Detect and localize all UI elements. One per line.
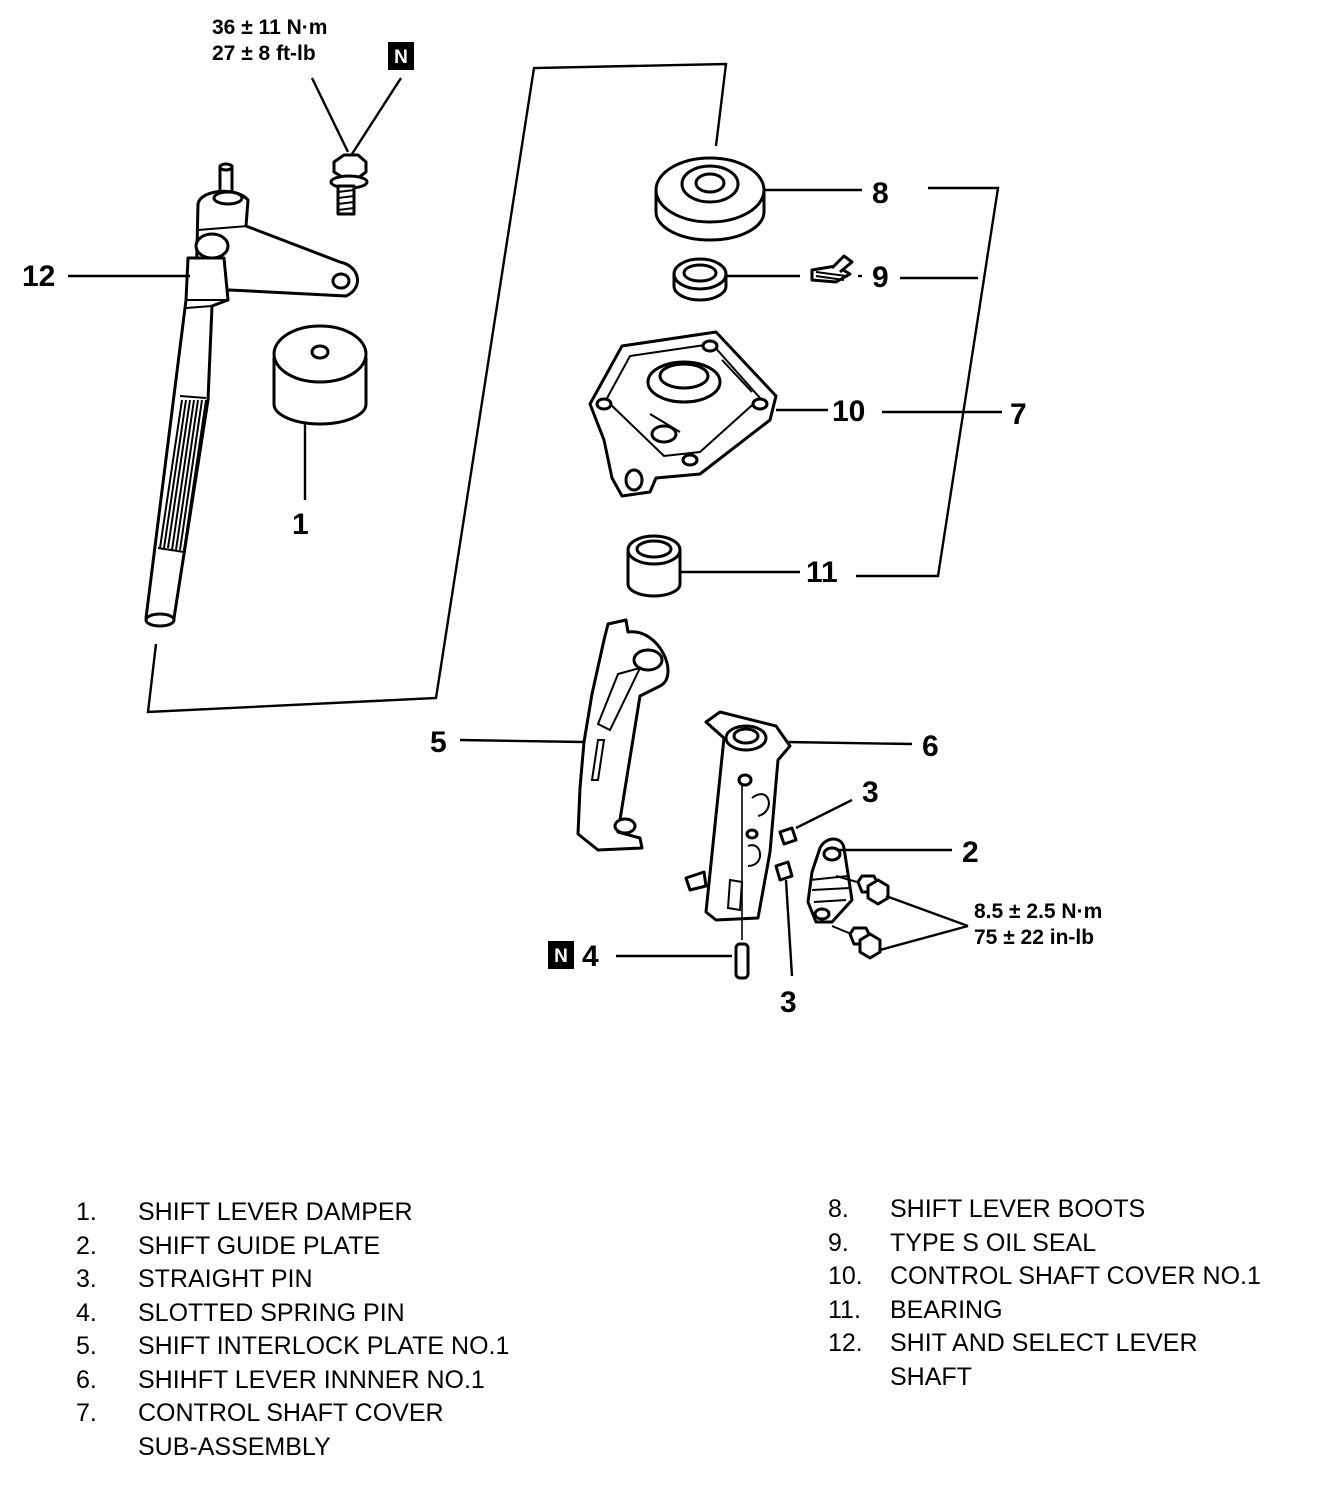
callout-4: 4 bbox=[582, 940, 599, 973]
legend-item-text: STRAIGHT PIN bbox=[138, 1265, 313, 1293]
straight-pin-lower bbox=[774, 860, 794, 882]
torque-bottom-imperial: 75 ± 22 in-lb bbox=[974, 926, 1094, 949]
n-badge-top: N bbox=[388, 42, 414, 70]
callout-3a-leader bbox=[795, 798, 853, 830]
legend-item: 1. SHIFT LEVER DAMPER bbox=[76, 1196, 509, 1230]
shift-guide-plate bbox=[806, 837, 854, 924]
legend-item-text: SHIFT LEVER BOOTS bbox=[890, 1195, 1146, 1223]
legend-item-number: 2. bbox=[76, 1231, 97, 1260]
torque-top-imperial: 27 ± 8 ft-lb bbox=[212, 42, 316, 65]
legend-item: 9. TYPE S OIL SEAL bbox=[828, 1227, 1261, 1261]
assembly-bracket-line bbox=[146, 62, 728, 714]
callout-11: 11 bbox=[806, 556, 838, 589]
legend-item: SUB-ASSEMBLY bbox=[76, 1431, 509, 1465]
callout-6-leader bbox=[785, 740, 913, 746]
n-badge-top-leader bbox=[350, 77, 403, 155]
legend-item-text: CONTROL SHAFT COVER bbox=[138, 1399, 444, 1427]
legend-item-number: 4. bbox=[76, 1298, 97, 1327]
callout-7: 7 bbox=[1010, 398, 1027, 431]
torque-bottom-metric: 8.5 ± 2.5 N·m bbox=[974, 900, 1102, 923]
torque-top-metric: 36 ± 11 N·m bbox=[212, 16, 327, 39]
legend-item: 10. CONTROL SHAFT COVER NO.1 bbox=[828, 1260, 1261, 1294]
legend-item-number: 12. bbox=[828, 1329, 863, 1357]
legend-item-text: SUB-ASSEMBLY bbox=[138, 1432, 331, 1461]
legend-item: 2. SHIFT GUIDE PLATE bbox=[76, 1230, 509, 1264]
callout-5-leader bbox=[459, 738, 585, 744]
torque-bottom-leader-lower bbox=[879, 924, 969, 952]
legend-item-number: 7. bbox=[76, 1399, 97, 1427]
straight-pin-upper bbox=[778, 826, 798, 846]
guide-plate-bolt-lower bbox=[831, 925, 882, 960]
callout-6: 6 bbox=[922, 730, 939, 763]
legend-item: 3. STRAIGHT PIN bbox=[76, 1263, 509, 1297]
legend-item: 12. SHIT AND SELECT LEVER bbox=[828, 1327, 1261, 1361]
torque-top-leader bbox=[310, 77, 350, 153]
callout-3a: 3 bbox=[862, 776, 879, 809]
callout-10: 10 bbox=[832, 395, 865, 428]
callout-5: 5 bbox=[430, 726, 447, 759]
legend-item-text: BEARING bbox=[890, 1295, 1003, 1324]
shift-interlock-plate bbox=[576, 618, 670, 852]
torque-bottom-leader-upper bbox=[885, 894, 969, 928]
grease-applicator-icon bbox=[810, 254, 854, 284]
legend-item-text: CONTROL SHAFT COVER NO.1 bbox=[890, 1262, 1261, 1290]
legend-item-text: SHAFT bbox=[890, 1362, 972, 1391]
slotted-spring-pin bbox=[734, 942, 750, 980]
legend-item-text: TYPE S OIL SEAL bbox=[890, 1228, 1097, 1257]
sub-assembly-bracket bbox=[856, 186, 1000, 578]
callout-8: 8 bbox=[872, 177, 889, 210]
control-shaft-cover bbox=[588, 330, 778, 498]
exploded-parts-diagram: 36 ± 11 N·m 27 ± 8 ft-lb N 12 bbox=[22, 16, 1102, 1019]
legend-item-number: 11. bbox=[828, 1295, 861, 1324]
callout-9: 9 bbox=[872, 261, 889, 294]
svg-text:N: N bbox=[394, 47, 408, 68]
type-s-oil-seal bbox=[672, 257, 728, 302]
callout-3b-leader bbox=[784, 879, 794, 977]
legend-item: 11. BEARING bbox=[828, 1294, 1261, 1328]
legend-item-number: 10. bbox=[828, 1262, 863, 1290]
shift-lever-boots bbox=[654, 156, 766, 242]
callout-2: 2 bbox=[962, 836, 979, 869]
callout-1: 1 bbox=[292, 508, 309, 541]
callout-12: 12 bbox=[22, 260, 55, 293]
legend-item: 7. CONTROL SHAFT COVER bbox=[76, 1397, 509, 1431]
legend-item-text: SLOTTED SPRING PIN bbox=[138, 1298, 405, 1327]
legend-item-text: SHIHFT LEVER INNNER NO.1 bbox=[138, 1365, 485, 1394]
legend-item-number: 3. bbox=[76, 1265, 97, 1293]
callout-3b: 3 bbox=[780, 986, 797, 1019]
svg-text:N: N bbox=[554, 946, 568, 967]
legend-item-number bbox=[828, 1361, 890, 1395]
shift-lever-damper bbox=[272, 324, 368, 426]
legend-item-text: SHIFT LEVER DAMPER bbox=[138, 1198, 413, 1226]
legend-item-number: 9. bbox=[828, 1228, 849, 1257]
parts-legend-right: 8. SHIFT LEVER BOOTS 9. TYPE S OIL SEAL 10. C… bbox=[828, 1193, 1261, 1394]
legend-item-number bbox=[76, 1431, 138, 1465]
legend-item-number: 8. bbox=[828, 1195, 849, 1223]
legend-item-number: 6. bbox=[76, 1365, 97, 1394]
legend-item: 4. SLOTTED SPRING PIN bbox=[76, 1297, 509, 1331]
parts-legend-left: 1. SHIFT LEVER DAMPER 2. SHIFT GUIDE PLATE 3… bbox=[76, 1196, 509, 1464]
shift-select-lever-shaft bbox=[144, 162, 359, 628]
legend-item: SHAFT bbox=[828, 1361, 1261, 1395]
legend-item-text: SHIFT INTERLOCK PLATE NO.1 bbox=[138, 1332, 510, 1360]
shift-lever-inner bbox=[684, 710, 792, 922]
legend-item-number: 1. bbox=[76, 1198, 97, 1226]
bearing bbox=[626, 534, 682, 598]
legend-item: 6. SHIHFT LEVER INNNER NO.1 bbox=[76, 1364, 509, 1398]
legend-item: 8. SHIFT LEVER BOOTS bbox=[828, 1193, 1261, 1227]
legend-item: 5. SHIFT INTERLOCK PLATE NO.1 bbox=[76, 1330, 509, 1364]
legend-item-text: SHIFT GUIDE PLATE bbox=[138, 1231, 381, 1260]
legend-item-text: SHIT AND SELECT LEVER bbox=[890, 1329, 1198, 1357]
flange-bolt-top bbox=[329, 153, 369, 216]
n-badge-bottom: N bbox=[548, 941, 574, 969]
legend-item-number: 5. bbox=[76, 1332, 97, 1360]
guide-plate-bolt-upper bbox=[835, 874, 890, 906]
